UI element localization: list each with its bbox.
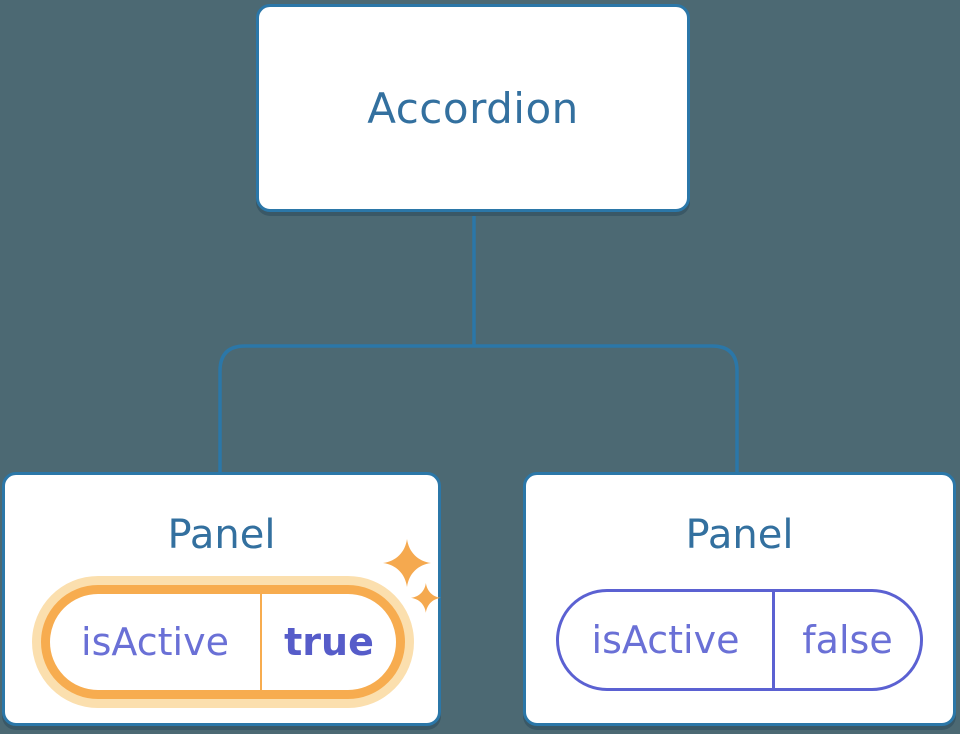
accordion-node-label: Accordion: [367, 83, 579, 133]
state-value-label: true: [284, 620, 374, 664]
panel-node-inactive: Panel isActive false: [523, 472, 956, 726]
accordion-node: Accordion: [256, 4, 690, 212]
panel-node-label: Panel: [685, 512, 794, 558]
sparkles-icon: [383, 539, 441, 613]
state-value: false: [775, 592, 920, 688]
state-value: true: [262, 594, 396, 690]
connector-branch: [218, 344, 739, 472]
state-key: isActive: [559, 592, 772, 688]
panel-node-label: Panel: [167, 512, 276, 558]
state-key-label: isActive: [81, 620, 229, 664]
state-pill-active: isActive true: [41, 585, 405, 699]
pill-divider: [260, 594, 262, 690]
state-value-label: false: [802, 618, 893, 662]
state-key: isActive: [50, 594, 260, 690]
state-pill-inactive: isActive false: [556, 589, 923, 691]
sparkle-small: [411, 583, 441, 613]
panel-node-active: Panel isActive true: [2, 472, 441, 726]
pill-divider: [772, 592, 775, 688]
state-key-label: isActive: [591, 618, 740, 662]
sparkle-large: [383, 539, 431, 587]
